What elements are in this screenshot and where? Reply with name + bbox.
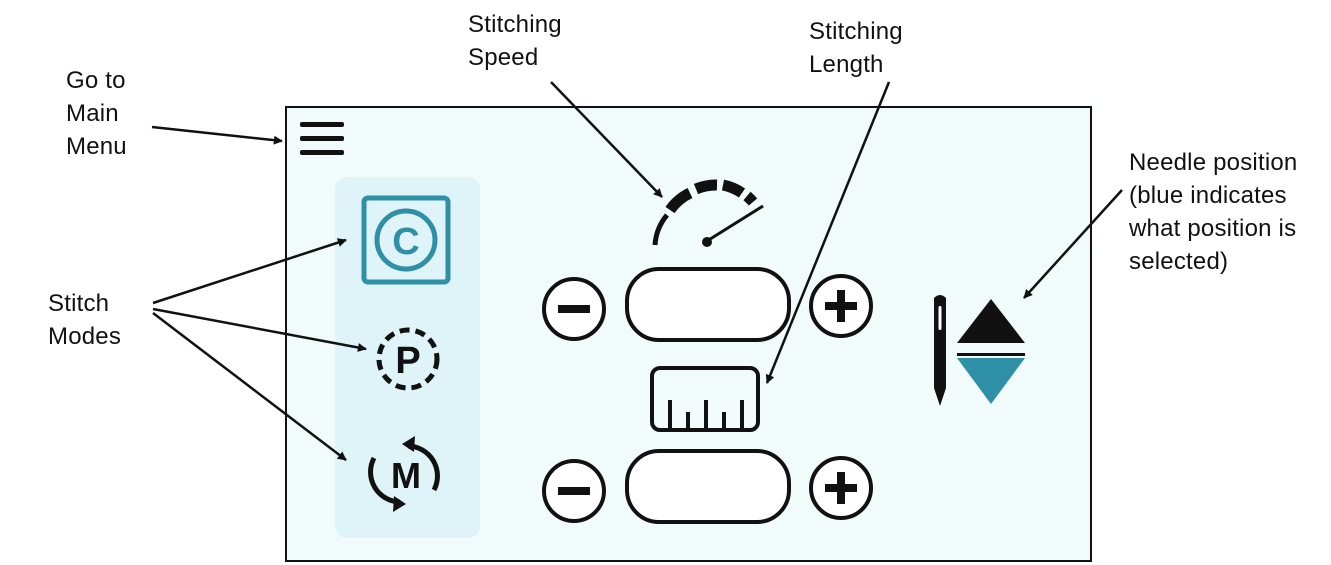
mode-manual-letter: M [391,455,421,496]
arrow-mode-m [152,312,347,461]
label-stitching-length: Stitching Length [809,18,903,78]
speedometer-icon [652,179,764,247]
mode-precise-letter: P [395,340,420,382]
length-decrease-button[interactable] [538,455,610,527]
arrow-mode-p [152,307,367,352]
arrow-needle [1023,189,1123,299]
length-increase-button[interactable] [805,452,877,524]
speed-value-display [625,267,791,342]
label-stitch-modes: Stitch Modes [48,290,122,350]
speed-increase-button[interactable] [805,270,877,342]
mode-constant-letter: C [392,221,419,263]
needle-up-button[interactable] [955,296,1027,348]
label-go-to-main-menu: Go to Main Menu [66,67,127,160]
label-stitching-speed: Stitching Speed [468,11,562,71]
needle-down-button[interactable] [955,352,1027,410]
needle-icon [934,295,946,406]
ruler-icon [650,366,760,432]
menu-icon[interactable] [298,120,348,160]
arrow-speed [550,81,663,198]
mode-precise-button[interactable]: P [370,323,450,403]
arrow-length [765,81,891,384]
label-needle-position: Needle position (blue indicates what pos… [1129,149,1298,275]
mode-manual-button[interactable]: M [360,436,456,516]
arrow-main-menu [151,125,283,145]
stitch-mode-panel [335,177,480,538]
speed-decrease-button[interactable] [538,273,610,345]
mode-constant-button[interactable]: C [360,194,456,290]
length-value-display [625,449,791,524]
arrow-mode-c [152,238,347,305]
